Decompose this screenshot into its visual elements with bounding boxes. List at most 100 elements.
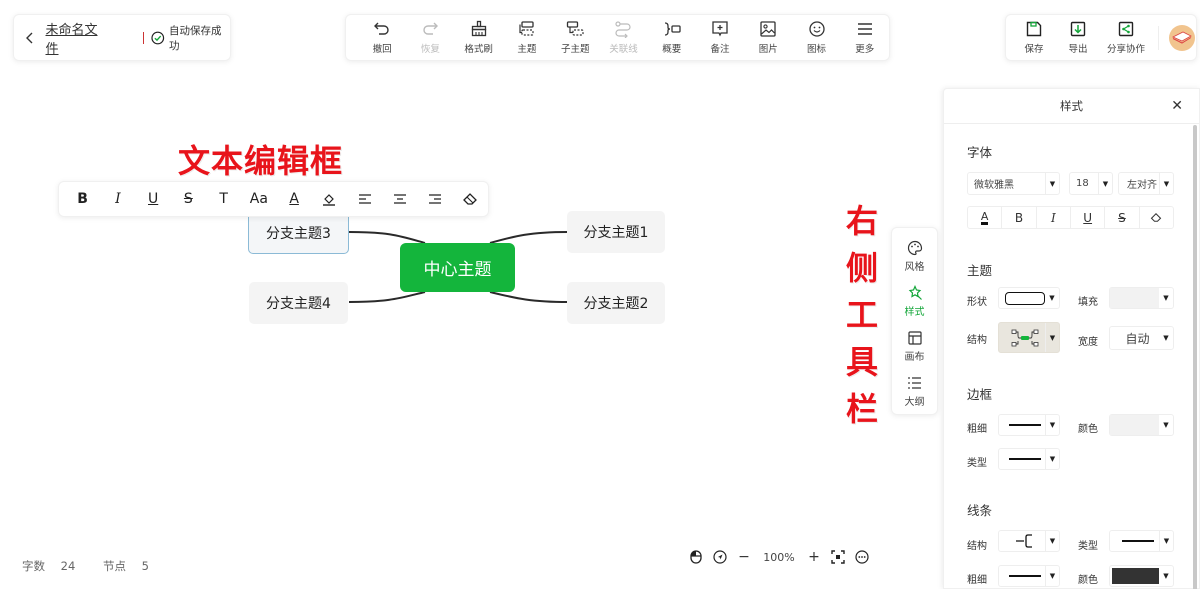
panel-italic-button[interactable]: I: [1037, 207, 1071, 228]
align-left-button[interactable]: [347, 184, 382, 214]
border-type-select[interactable]: ▼: [998, 448, 1060, 470]
bracket-line-icon: [1016, 534, 1032, 548]
shape-select[interactable]: ▼: [998, 287, 1060, 309]
line-color-select[interactable]: ▼: [1109, 565, 1174, 587]
chevron-down-icon: ▼: [1045, 323, 1059, 352]
clear-format-button[interactable]: [453, 184, 488, 214]
panel-bold-button[interactable]: B: [1002, 207, 1037, 228]
rail-outline-button[interactable]: 大纲: [895, 369, 935, 414]
share-icon: [1118, 21, 1134, 37]
menu-icon: [857, 23, 872, 35]
highlight-button[interactable]: [312, 184, 347, 214]
branch-topic-2-node[interactable]: 分支主题2: [567, 282, 665, 324]
status-bar: 字数 24 节点 5: [22, 558, 173, 574]
save-button[interactable]: 保存: [1012, 18, 1056, 58]
branch-topic-1-node[interactable]: 分支主题1: [567, 211, 665, 253]
panel-clear-format-button[interactable]: [1140, 207, 1173, 228]
undo-icon: [374, 22, 389, 35]
chevron-down-icon: ▼: [1049, 294, 1055, 302]
rail-style-button[interactable]: 样式: [895, 279, 935, 324]
line-color-swatch: [1112, 568, 1159, 584]
relation-line-icon: [615, 21, 631, 38]
zoom-out-button[interactable]: −: [738, 549, 750, 565]
image-icon: [760, 21, 776, 37]
fill-color-select[interactable]: ▼: [1109, 287, 1174, 309]
width-select[interactable]: 自动 ▼: [1109, 326, 1174, 350]
style-panel-header: 样式 ✕: [944, 89, 1199, 124]
more-button[interactable]: 更多: [841, 18, 889, 58]
strikethrough-button[interactable]: S: [183, 191, 193, 207]
magic-wand-icon: [908, 285, 922, 300]
font-color-button[interactable]: A: [289, 191, 299, 207]
file-name[interactable]: 未命名文件: [45, 22, 98, 57]
line-structure-select[interactable]: ▼: [998, 530, 1060, 552]
export-button[interactable]: 导出: [1056, 18, 1100, 58]
align-right-button[interactable]: [418, 184, 453, 214]
more-circle-icon: [855, 550, 869, 564]
font-size-select[interactable]: 18 ▼: [1069, 172, 1113, 195]
border-color-select[interactable]: ▼: [1109, 414, 1174, 436]
right-side-rail: 风格 样式 画布 大纲: [891, 227, 938, 415]
line-thickness-select[interactable]: ▼: [998, 565, 1060, 587]
note-button[interactable]: 备注: [696, 18, 744, 58]
text-align-select[interactable]: 左对齐 ▼: [1118, 172, 1174, 195]
italic-button[interactable]: I: [115, 191, 121, 207]
style-panel-scrollbar[interactable]: [1193, 125, 1197, 589]
chevron-down-icon: ▼: [1163, 421, 1169, 429]
line-type-preview: [1121, 540, 1154, 542]
zoom-controls: − 100% +: [684, 547, 874, 567]
subtopic-button[interactable]: 子主题: [551, 18, 599, 58]
border-thickness-select[interactable]: ▼: [998, 414, 1060, 436]
more-options-button[interactable]: [850, 547, 874, 567]
summary-icon: [664, 22, 681, 36]
mouse-mode-button[interactable]: [684, 547, 708, 567]
panel-underline-button[interactable]: U: [1071, 207, 1106, 228]
chevron-down-icon: ▼: [1163, 334, 1169, 342]
chevron-down-icon: ▼: [1045, 415, 1059, 435]
fit-screen-button[interactable]: [826, 547, 850, 567]
back-button[interactable]: [22, 30, 38, 46]
font-size-button[interactable]: Aa: [249, 191, 268, 207]
redo-button[interactable]: 恢复: [406, 18, 454, 58]
annotation-text-editor: 文本编辑框: [178, 142, 344, 180]
font-family-button[interactable]: T: [219, 191, 228, 207]
mindmap-structure-icon: [1011, 329, 1039, 346]
node-count: 节点 5: [102, 559, 149, 573]
file-bar: 未命名文件 自动保存成功: [13, 14, 231, 61]
subtopic-icon: [567, 21, 584, 36]
chevron-down-icon: ▼: [1045, 173, 1059, 194]
chevron-down-icon: ▼: [1045, 449, 1059, 469]
rail-canvas-button[interactable]: 画布: [895, 324, 935, 369]
zoom-in-button[interactable]: +: [808, 549, 820, 565]
style-panel-title: 样式: [1060, 99, 1083, 113]
close-icon[interactable]: ✕: [1171, 98, 1183, 114]
highlight-icon: [323, 194, 336, 206]
font-format-buttons: A B I U S: [967, 206, 1174, 229]
panel-font-color-button[interactable]: A: [968, 207, 1003, 228]
underline-button[interactable]: U: [148, 191, 159, 207]
undo-button[interactable]: 撤回: [358, 18, 406, 58]
line-type-select[interactable]: ▼: [1109, 530, 1174, 552]
format-painter-button[interactable]: 格式刷: [455, 18, 503, 58]
rail-theme-button[interactable]: 风格: [895, 234, 935, 279]
branch-topic-4-node[interactable]: 分支主题4: [249, 282, 348, 324]
panel-strikethrough-button[interactable]: S: [1105, 207, 1140, 228]
avatar[interactable]: [1169, 24, 1195, 51]
share-button[interactable]: 分享协作: [1100, 18, 1152, 58]
central-topic-node[interactable]: 中心主题: [400, 243, 515, 292]
branch-topic-3-node[interactable]: 分支主题3: [248, 211, 349, 254]
topic-button[interactable]: 主题: [503, 18, 551, 58]
line-section-title: 线条: [967, 503, 993, 518]
relation-line-button[interactable]: 关联线: [599, 18, 647, 58]
image-button[interactable]: 图片: [744, 18, 792, 58]
align-center-button[interactable]: [382, 184, 417, 214]
font-family-select[interactable]: 微软雅黑 ▼: [967, 172, 1060, 195]
border-section-title: 边框: [967, 387, 993, 402]
summary-button[interactable]: 概要: [648, 18, 696, 58]
locate-button[interactable]: [708, 547, 732, 567]
bold-button[interactable]: B: [77, 191, 88, 207]
icon-button[interactable]: 图标: [792, 18, 840, 58]
structure-select[interactable]: ▼: [998, 322, 1060, 353]
line-type-preview: [1009, 458, 1041, 460]
save-status: 自动保存成功: [151, 23, 230, 53]
